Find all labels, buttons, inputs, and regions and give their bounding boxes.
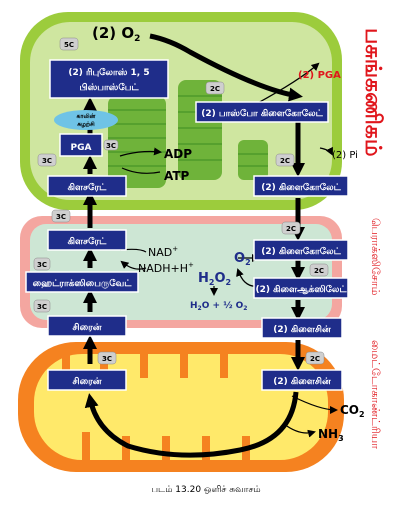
cycle-flow: [83, 33, 305, 458]
box-glycerate-peroxisome: கிளசரேட்: [47, 229, 127, 251]
tag-2c-d: 2C: [314, 267, 324, 275]
box-serine-peroxisome: சிரைன்: [47, 315, 127, 337]
tag-3c-c: 3C: [37, 261, 47, 269]
box-phosphoglycolate: (2) பாஸ்போ கிளைகோலேட்: [195, 101, 329, 123]
box-glycine-mitochondria: (2) கிளைசின்: [261, 369, 343, 391]
tag-5c: 5C: [64, 41, 74, 49]
box-glycolate-peroxisome: (2) கிளைகோலேட்: [253, 239, 349, 261]
adp-label: ADP: [164, 147, 192, 161]
tag-3c-pga: 3C: [106, 142, 116, 150]
co2-label: CO2: [340, 403, 365, 419]
label-peroxisome: பெராக்ஸிசோம்: [369, 218, 382, 296]
glycerate-peroxisome-text: கிளசரேட்: [68, 236, 108, 247]
serine-mitochondria-text: சிரைன்: [73, 376, 102, 387]
glycine-mitochondria-text: (2) கிளைசின்: [273, 376, 331, 387]
glycolate-peroxisome-text: (2) கிளைகோலேட்: [261, 246, 341, 257]
rubp-line1: (2) ரிபுலோஸ் 1, 5: [68, 67, 149, 78]
grana-stack-right: [238, 140, 268, 180]
tag-3c-a: 3C: [42, 157, 52, 165]
box-glycolate-chloroplast: (2) கிளைகோலேட்: [253, 175, 349, 197]
nad-label: NAD+: [148, 245, 178, 259]
serine-peroxisome-text: சிரைன்: [73, 322, 102, 333]
tag-3c-e: 3C: [102, 355, 112, 363]
tag-2c-b: 2C: [280, 157, 290, 165]
rubp-line2: பிஸ்பாஸ்பேட்: [79, 82, 139, 93]
phosphoglycolate-text: (2) பாஸ்போ கிளைகோலேட்: [201, 108, 323, 119]
box-rubp: (2) ரிபுலோஸ் 1, 5 பிஸ்பாஸ்பேட்: [49, 59, 169, 99]
box-pga: PGA: [59, 133, 103, 157]
nh3-label: NH3: [318, 427, 344, 443]
pi-label: (2) Pi: [332, 150, 358, 161]
glycolate-chloroplast-text: (2) கிளைகோலேட்: [261, 182, 341, 193]
figure-caption: படம் 13.20 ஒளிச் சுவாசம்: [151, 485, 260, 495]
tag-3c-d: 3C: [37, 303, 47, 311]
atp-label: ATP: [164, 169, 190, 183]
grana-stack-middle: [178, 80, 222, 180]
label-mitochondria: மைட்டோகாண்ட்ரியா: [369, 340, 382, 449]
tag-2c-c: 2C: [286, 225, 296, 233]
box-serine-mitochondria: சிரைன்: [47, 369, 127, 391]
box-glycerate-chloroplast: கிளசரேட்: [47, 175, 127, 197]
label-chloroplast: பசுங்கணிகம்: [360, 28, 385, 157]
glyoxylate-text: (2) கிளைஆக்ஸிலேட்: [255, 284, 347, 295]
pga-out-label: (2) PGA: [298, 70, 341, 81]
tag-2c-e: 2C: [310, 355, 320, 363]
nadh-label: NADH+H+: [138, 261, 194, 275]
tag-3c-b: 3C: [56, 213, 66, 221]
box-hydroxypyruvate: ஹைட்ராக்ஸிபைருவேட்: [25, 271, 139, 293]
o2-peroxisome: O2: [234, 251, 251, 267]
enzyme-line1: காலின்: [77, 113, 96, 120]
h2o2-label: H2O2: [198, 271, 231, 287]
glycerate-chloroplast-text: கிளசரேட்: [68, 182, 108, 193]
tag-2c-a: 2C: [210, 85, 220, 93]
enzyme-line2: சுழற்சி: [77, 121, 95, 128]
glycine-peroxisome-text: (2) கிளைசின்: [273, 324, 331, 335]
box-glycine-peroxisome: (2) கிளைசின்: [261, 317, 343, 339]
water-label: H2O + ½ O2: [190, 300, 247, 312]
pga-text: PGA: [71, 143, 92, 153]
enzyme-ellipse: காலின் சுழற்சி: [54, 110, 118, 130]
box-glyoxylate: (2) கிளைஆக்ஸிலேட்: [253, 277, 349, 299]
hydroxypyruvate-text: ஹைட்ராக்ஸிபைருவேட்: [33, 278, 133, 289]
carbon-tags: 5C 3C 3C 3C 3C 3C 3C 2C 2C 2C 2C 2C: [33, 37, 329, 365]
reaction-labels: (2) O2 (2) PGA ADP ATP (2) Pi NAD+ NADH+…: [92, 24, 365, 443]
o2-top: (2) O2: [92, 24, 140, 44]
